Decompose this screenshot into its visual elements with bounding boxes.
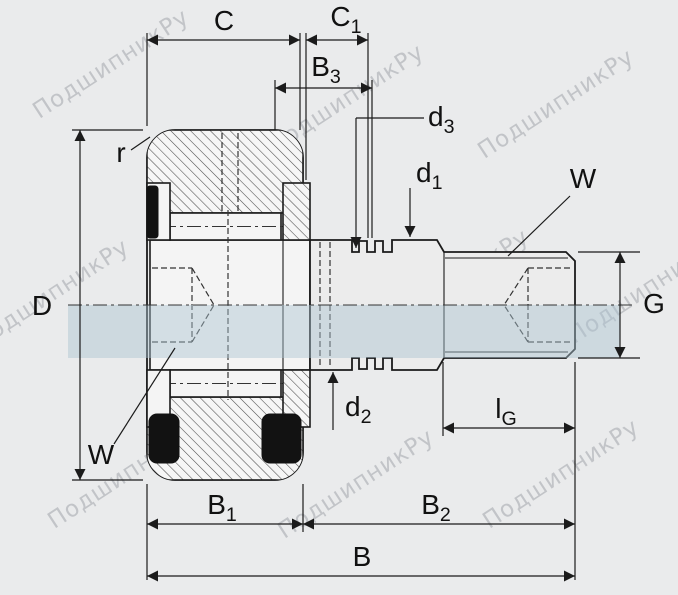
label-main: B bbox=[207, 489, 226, 520]
label-sub: 1 bbox=[351, 16, 362, 38]
dimension-lG: lG bbox=[442, 362, 575, 436]
label-main: d bbox=[428, 101, 444, 132]
dim-label-c: C bbox=[214, 5, 234, 36]
seal-bottom-right bbox=[261, 413, 302, 464]
stud-profile bbox=[309, 239, 576, 371]
dim-label-w-bottom: W bbox=[88, 439, 115, 470]
dim-label-d3: d3 bbox=[428, 101, 455, 138]
dim-label-lg: lG bbox=[495, 393, 516, 430]
watermark-text: ПодшипникРу bbox=[473, 44, 639, 164]
lower-half-shading bbox=[68, 305, 620, 358]
dimension-B3: B3 bbox=[274, 51, 373, 238]
dimension-W-top: W bbox=[507, 163, 597, 257]
seal-top-left bbox=[146, 185, 159, 239]
dim-label-b1: B1 bbox=[207, 489, 237, 526]
dim-label-d1: d1 bbox=[416, 157, 442, 194]
dimension-d2: d2 bbox=[327, 372, 371, 430]
leader-line bbox=[113, 347, 176, 445]
stud-collar-top bbox=[282, 182, 311, 241]
dimension-C: C bbox=[146, 5, 301, 130]
dimension-B2: B2 bbox=[303, 362, 576, 580]
dim-label-r: r bbox=[116, 137, 125, 168]
dimension-B: B bbox=[147, 541, 575, 582]
label-sub: 2 bbox=[440, 504, 451, 526]
label-sub: G bbox=[501, 408, 516, 430]
cam-follower-assembly bbox=[68, 129, 632, 481]
label-sub: 1 bbox=[432, 172, 443, 194]
lube-hole-hidden-lines bbox=[221, 133, 239, 213]
dimension-d3: d3 bbox=[350, 101, 455, 248]
label-sub: 3 bbox=[444, 116, 455, 138]
hex-socket-left-hidden-lines bbox=[152, 267, 215, 343]
dim-label-d2: d2 bbox=[345, 391, 371, 428]
label-main: d bbox=[416, 157, 432, 188]
seal-bottom-left bbox=[148, 413, 180, 464]
label-main: C bbox=[330, 1, 350, 32]
label-sub: 1 bbox=[226, 504, 237, 526]
dimension-d1: d1 bbox=[404, 157, 442, 237]
dimension-C1: C1 bbox=[305, 1, 369, 238]
label-main: l bbox=[495, 393, 501, 424]
dim-label-d-outer: D bbox=[32, 290, 52, 321]
leader-line bbox=[130, 136, 151, 151]
label-sub: 3 bbox=[330, 66, 341, 88]
dim-label-w-top: W bbox=[570, 163, 597, 194]
dim-label-b2: B2 bbox=[421, 489, 451, 526]
dim-label-b3: B3 bbox=[311, 51, 341, 88]
dimension-W-bottom: W bbox=[88, 347, 176, 470]
label-main: B bbox=[421, 489, 440, 520]
label-main: B bbox=[311, 51, 330, 82]
dimension-D: D bbox=[32, 129, 143, 481]
dim-label-c1: C1 bbox=[330, 1, 361, 38]
dimension-G: G bbox=[578, 251, 665, 359]
dim-label-b: B bbox=[353, 541, 372, 572]
watermark-text: ПодшипникРу bbox=[478, 414, 644, 534]
label-main: d bbox=[345, 391, 361, 422]
dimension-r: r bbox=[116, 136, 151, 168]
leader-line bbox=[507, 195, 571, 257]
label-sub: 2 bbox=[361, 406, 372, 428]
watermark-text: ПодшипникРу bbox=[28, 4, 194, 124]
dim-label-g: G bbox=[643, 288, 665, 319]
